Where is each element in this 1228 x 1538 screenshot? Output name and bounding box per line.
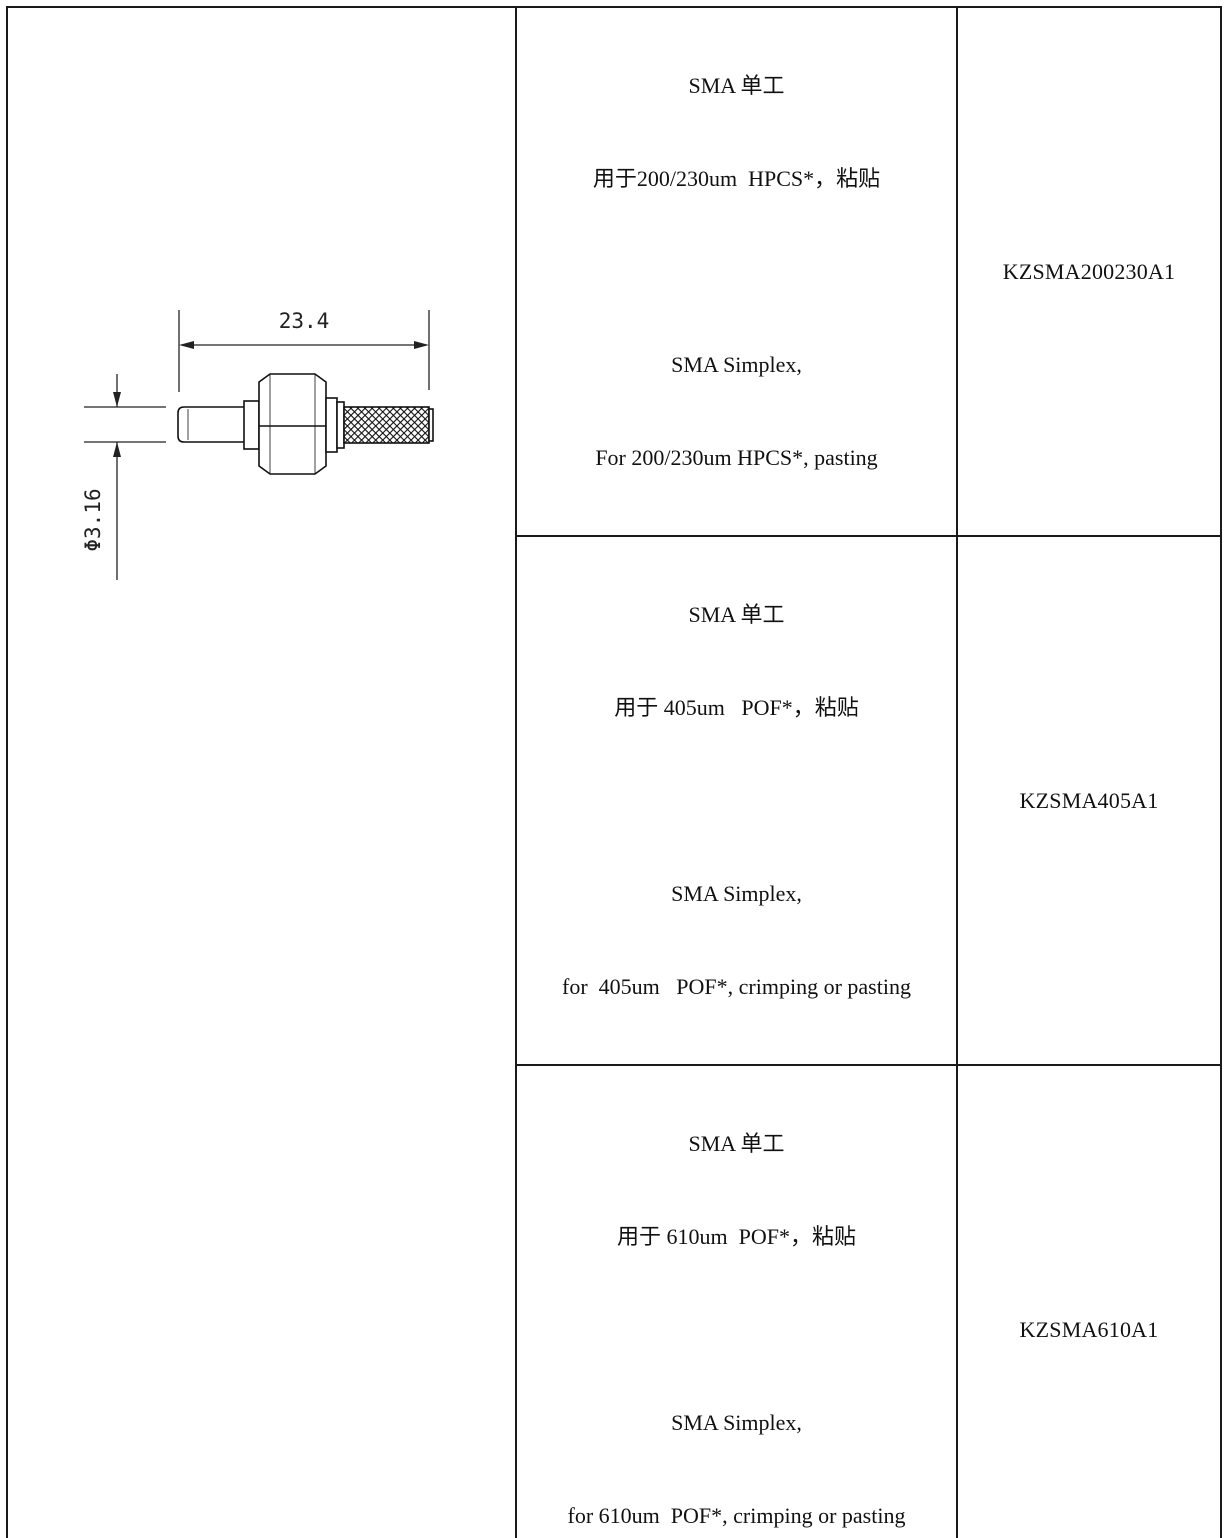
table-row: 23.4 Φ3.16	[6, 6, 1222, 1538]
description-cell: SMA 单工 用于 610um POF*，粘贴 SMA Simplex, for…	[515, 1064, 958, 1538]
description-cn-line2: 用于 405um POF*，粘贴	[614, 695, 859, 720]
length-label: 23.4	[279, 309, 330, 333]
diameter-dimension	[84, 374, 166, 580]
product-spec-table: 23.4 Φ3.16	[6, 6, 1222, 1538]
drawing-cell: 23.4 Φ3.16	[6, 6, 517, 1538]
part-code-cell: KZSMA200230A1	[956, 6, 1222, 537]
part-code-cell: KZSMA405A1	[956, 535, 1222, 1066]
part-code: KZSMA405A1	[1019, 787, 1159, 813]
description-cell: SMA 单工 用于 405um POF*，粘贴 SMA Simplex, for…	[515, 535, 958, 1066]
document-page: 23.4 Φ3.16	[6, 6, 1222, 1538]
description-en-line2: for 405um POF*, crimping or pasting	[562, 974, 911, 999]
length-dimension	[178, 310, 430, 392]
connector-body	[177, 373, 434, 475]
description-en-line1: SMA Simplex,	[671, 1410, 802, 1435]
diameter-label: Φ3.16	[81, 488, 105, 551]
description-spacer	[517, 256, 956, 287]
part-code: KZSMA610A1	[1019, 1316, 1159, 1342]
description-cn-line1: SMA 单工	[688, 1131, 785, 1156]
description-en-line1: SMA Simplex,	[671, 352, 802, 377]
description-en-line2: for 610um POF*, crimping or pasting	[567, 1503, 906, 1528]
description-cn-line2: 用于200/230um HPCS*，粘贴	[592, 166, 881, 191]
description-spacer	[517, 1314, 956, 1345]
sma-connector-drawing: 23.4 Φ3.16	[81, 309, 434, 580]
description-en-line2: For 200/230um HPCS*, pasting	[595, 445, 878, 470]
part-code-cell: KZSMA610A1	[956, 1064, 1222, 1538]
description-cell: SMA 单工 用于200/230um HPCS*，粘贴 SMA Simplex,…	[515, 6, 958, 537]
description-cn-line1: SMA 单工	[688, 73, 785, 98]
description-cn-line1: SMA 单工	[688, 602, 785, 627]
description-spacer	[517, 785, 956, 816]
description-cn-line2: 用于 610um POF*，粘贴	[617, 1224, 856, 1249]
description-en-line1: SMA Simplex,	[671, 881, 802, 906]
part-code: KZSMA200230A1	[1002, 258, 1176, 284]
